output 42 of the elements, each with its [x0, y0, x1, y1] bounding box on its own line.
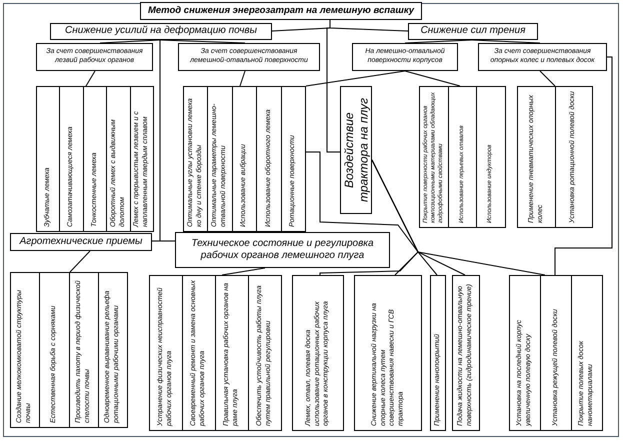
heading-box [408, 23, 538, 40]
category-box [478, 43, 607, 71]
list-panel [452, 275, 480, 431]
connector-line [306, 70, 406, 86]
list-panel [354, 275, 422, 431]
connector-line [160, 40, 246, 44]
list-panel [509, 275, 603, 431]
connector-line [306, 152, 419, 276]
heading-text: Агротехнические приемы [20, 236, 142, 248]
heading-box [175, 232, 390, 268]
heading-text: Снижение усилий на деформацию почвы [65, 25, 257, 38]
category-box [178, 43, 320, 71]
title-text: Метод снижения энергозатрат на лемешную вспашку [148, 5, 414, 17]
connector-line [100, 40, 160, 44]
connector-line [70, 250, 90, 272]
category-box [340, 86, 372, 214]
connector-line [404, 40, 472, 44]
connector-line [326, 20, 340, 152]
connector-line [240, 70, 246, 86]
list-panel [430, 275, 446, 431]
heading-box [10, 233, 152, 251]
list-panel [36, 86, 154, 232]
title-box [140, 2, 422, 20]
list-panel [183, 86, 306, 232]
heading-box [50, 23, 272, 40]
list-panel [10, 272, 128, 428]
heading-text: Снижение сил трения [420, 25, 526, 38]
connector-line [404, 70, 460, 86]
connector-line [86, 70, 96, 86]
category-box [352, 43, 458, 71]
category-box [36, 43, 153, 71]
list-panel [292, 275, 344, 431]
category-text: Воздействие трактора на плуг [342, 97, 370, 204]
connector-line [540, 70, 556, 86]
connector-line [160, 40, 176, 242]
connector-line [472, 40, 540, 44]
heading-text: Техническое состояние и регулировка рабочих органов лемешного плуга [190, 238, 375, 262]
connector-line [554, 56, 612, 276]
list-panel [517, 86, 593, 228]
list-panel [149, 275, 282, 431]
connector-line [372, 160, 546, 276]
list-panel [419, 86, 506, 228]
